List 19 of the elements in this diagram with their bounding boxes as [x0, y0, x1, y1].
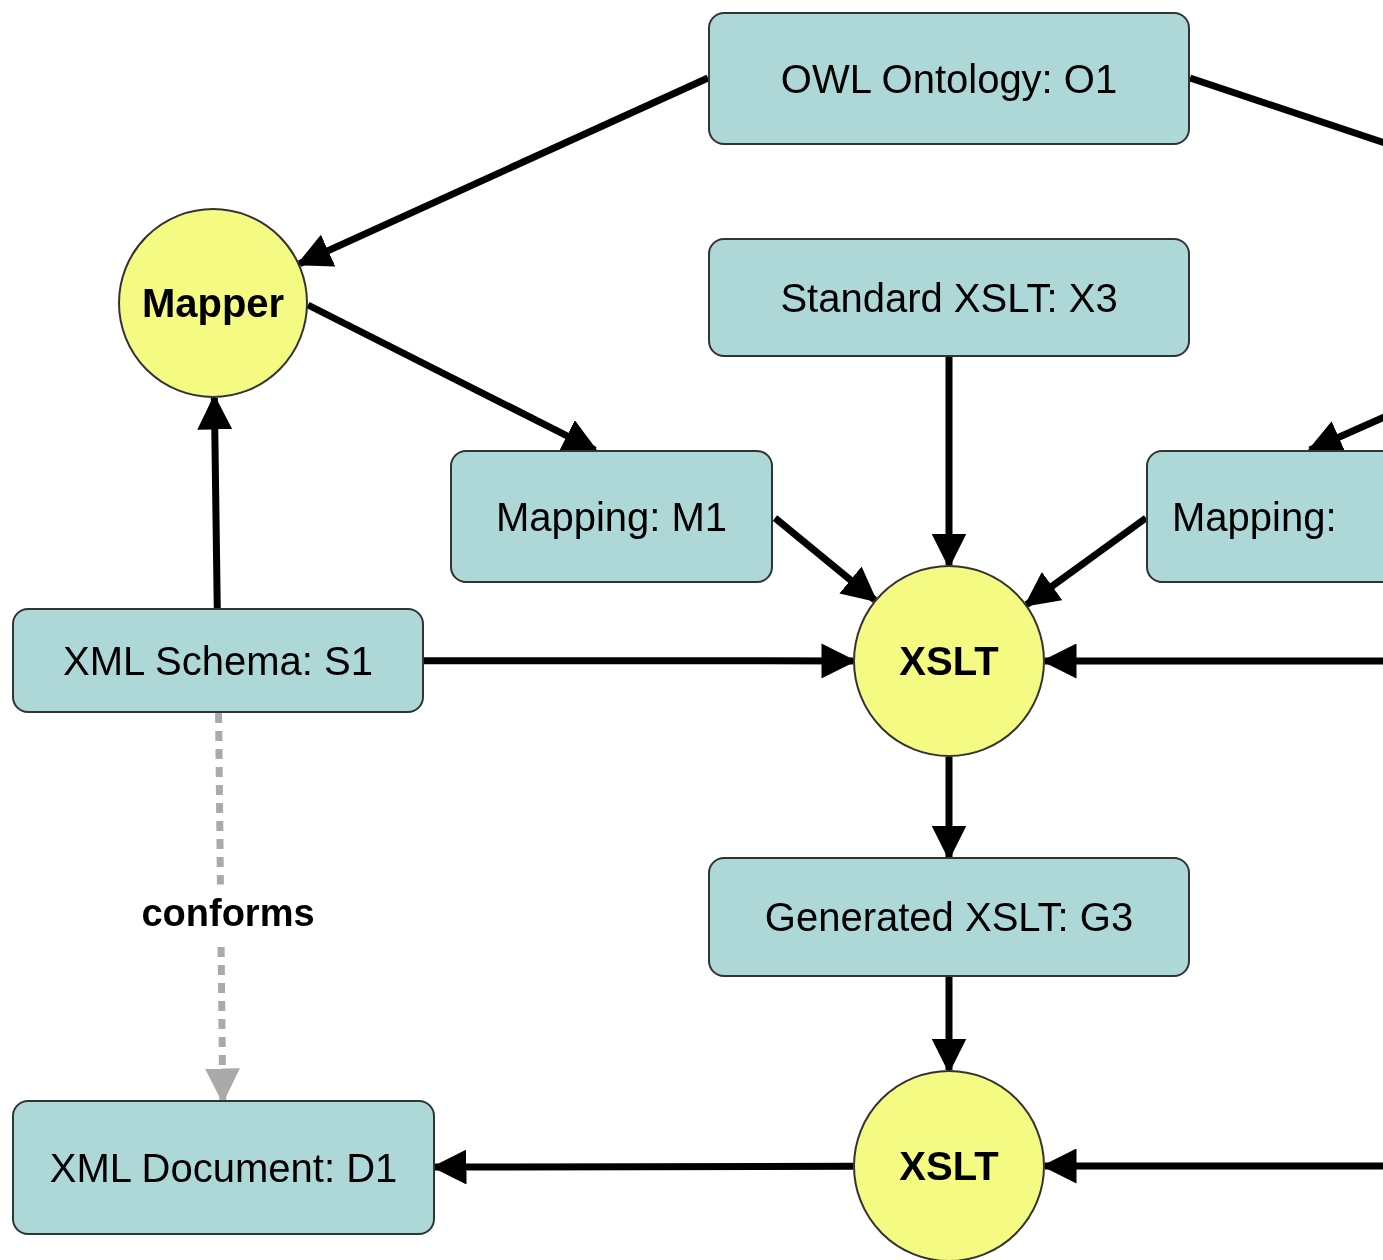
arrow: [296, 74, 710, 267]
node-label: XML Document: D1: [49, 1144, 398, 1192]
node-label: Mapping: M1: [495, 493, 728, 541]
artifact-box: [708, 12, 1190, 145]
node-label: Mapping:: [1172, 493, 1337, 541]
node-label: Mapper: [141, 280, 285, 327]
artifact-box: [12, 608, 424, 713]
node-label: XSLT: [899, 638, 999, 685]
node-label: Generated XSLT: G3: [764, 894, 1134, 941]
node-label: OWL Ontology: O1: [780, 55, 1118, 103]
artifact-box: [450, 450, 773, 583]
artifact-box: [708, 857, 1190, 977]
artifact-box: [708, 238, 1190, 357]
node-label: XML Schema: S1: [63, 637, 373, 685]
arrow: [772, 515, 878, 603]
node-label: Standard XSLT: X3: [780, 274, 1118, 322]
node-label: XSLT: [899, 1143, 999, 1190]
artifact-box: [12, 1100, 435, 1235]
artifact-box: [1146, 450, 1383, 583]
